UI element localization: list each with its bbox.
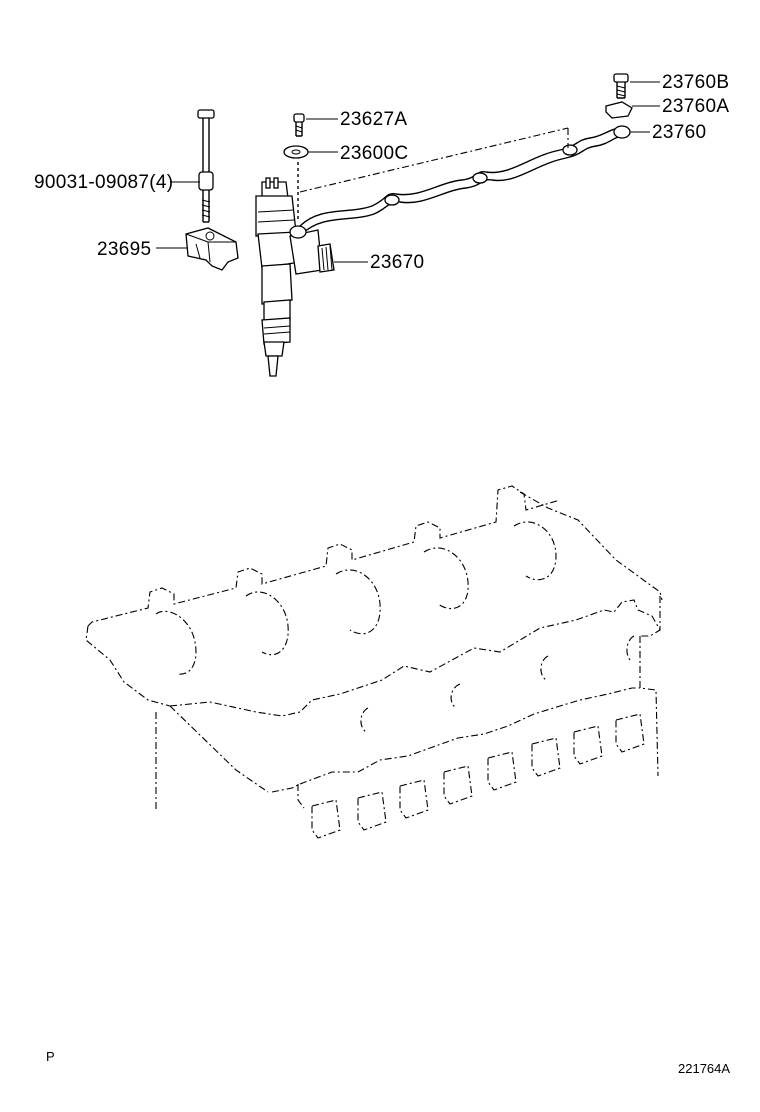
leader-lines bbox=[156, 81, 660, 263]
part-label-23695[interactable]: 23695 bbox=[97, 239, 152, 260]
part-label-23760[interactable]: 23760 bbox=[652, 122, 707, 143]
injector-clamp bbox=[185, 227, 239, 271]
part-label-23627a[interactable]: 23627A bbox=[340, 109, 408, 130]
leak-pipe bbox=[289, 125, 631, 239]
cylinder-head-outline bbox=[85, 485, 663, 839]
clamp-bolt bbox=[197, 109, 215, 223]
fuel-injector bbox=[255, 177, 335, 377]
part-label-23600c[interactable]: 23600C bbox=[340, 143, 409, 164]
part-label-90031-09087[interactable]: 90031-09087(4) bbox=[34, 172, 174, 193]
gasket-23760a bbox=[605, 101, 633, 119]
part-label-23760a[interactable]: 23760A bbox=[662, 96, 730, 117]
part-label-23670[interactable]: 23670 bbox=[370, 252, 425, 273]
guide-line-pipe bbox=[299, 127, 569, 193]
washer-23600c bbox=[283, 145, 309, 159]
illustration-number: 221764A bbox=[678, 1061, 731, 1076]
page-mark: P bbox=[46, 1049, 55, 1064]
union-bolt-23760b bbox=[613, 73, 629, 99]
part-label-23760b[interactable]: 23760B bbox=[662, 72, 730, 93]
bolt-23627a bbox=[293, 113, 305, 137]
